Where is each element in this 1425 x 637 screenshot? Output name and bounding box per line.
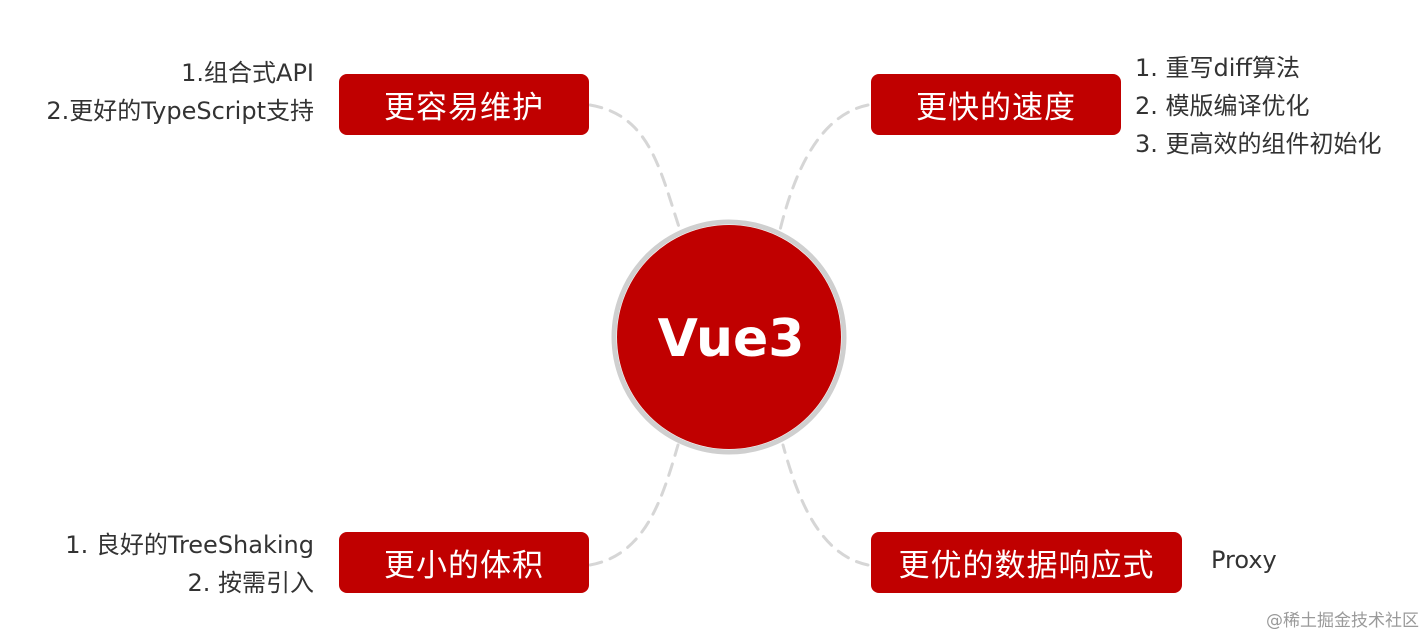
detail-item: 1.组合式API (181, 59, 314, 87)
branch-reactivity: 更优的数据响应式 (871, 532, 1182, 593)
details-maintenance: 1.组合式API 2.更好的TypeScript支持 (46, 54, 314, 130)
branch-maintenance: 更容易维护 (339, 74, 589, 135)
center-node-ring (611, 219, 847, 455)
detail-item: 1. 重写diff算法 (1135, 54, 1300, 82)
detail-item: 2.更好的TypeScript支持 (46, 97, 314, 125)
center-node-label: Vue3 (658, 309, 805, 369)
details-reactivity: Proxy (1211, 541, 1277, 579)
details-size: 1. 良好的TreeShaking 2. 按需引入 (65, 526, 314, 602)
connector-reactivity (781, 443, 870, 567)
detail-item: 2. 模版编译优化 (1135, 92, 1310, 120)
branch-speed: 更快的速度 (871, 74, 1121, 135)
center-node (617, 225, 841, 449)
connector-speed (778, 103, 870, 232)
connector-size (588, 443, 680, 567)
branch-size: 更小的体积 (339, 532, 589, 593)
detail-item: 3. 更高效的组件初始化 (1135, 130, 1382, 158)
detail-item: 2. 按需引入 (187, 569, 314, 597)
connector-maintenance (588, 103, 682, 232)
watermark: @稀土掘金技术社区 (1266, 611, 1419, 631)
detail-item: Proxy (1211, 546, 1277, 574)
details-speed: 1. 重写diff算法 2. 模版编译优化 3. 更高效的组件初始化 (1135, 49, 1382, 163)
detail-item: 1. 良好的TreeShaking (65, 531, 314, 559)
